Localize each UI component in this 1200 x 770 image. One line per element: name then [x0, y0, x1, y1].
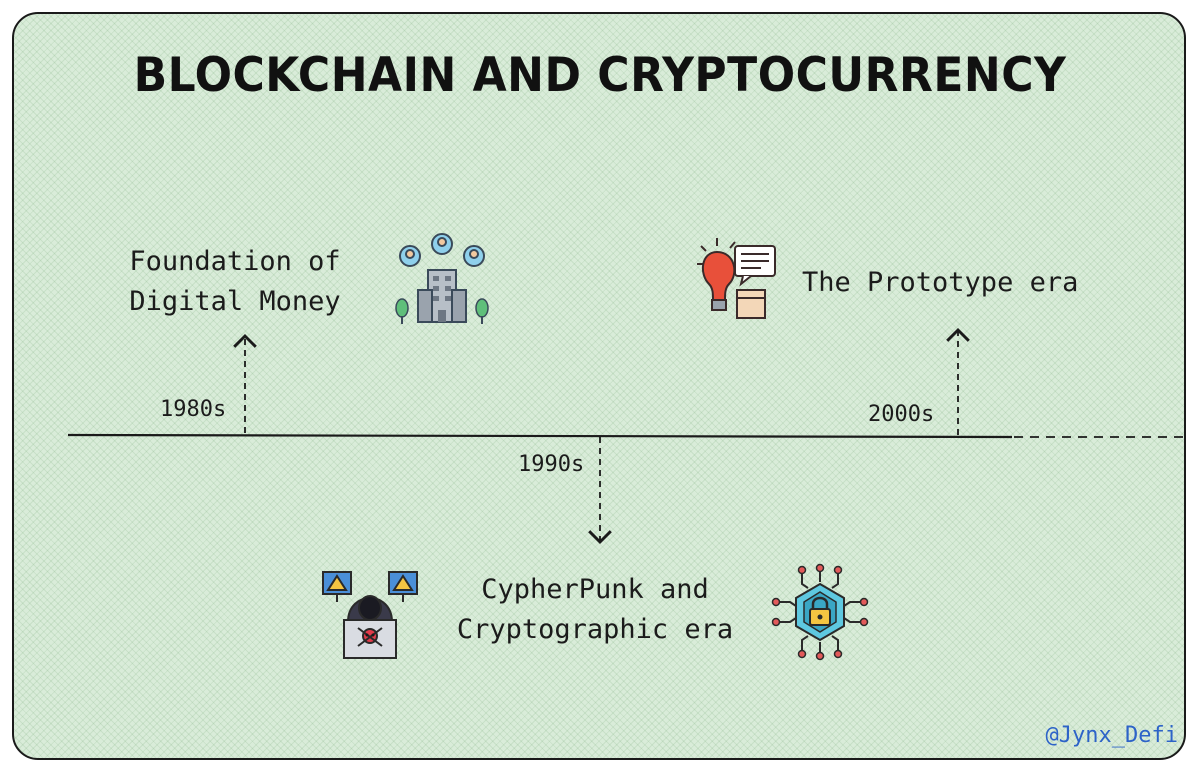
year-label-1990s: 1990s: [518, 452, 585, 477]
event-1980s-text: Foundation of Digital Money: [100, 242, 370, 322]
event-2000s-text: The Prototype era: [802, 267, 1079, 298]
circuit-lock-icon: [771, 563, 869, 661]
timeline-axis: [67, 433, 1013, 439]
year-label-1980s: 1980s: [160, 397, 227, 422]
author-handle: @Jynx_Defi: [1045, 723, 1178, 748]
event-1990s-line2: Cryptographic era: [456, 614, 734, 645]
event-1990s-line1: CypherPunk and: [481, 574, 709, 605]
people-building-icon: [395, 233, 489, 324]
lightbulb-idea-icon: [697, 238, 776, 319]
diagram-card: [12, 12, 1186, 760]
diagram-title: BLOCKCHAIN AND CRYPTOCURRENCY: [133, 47, 1067, 104]
event-1990s-text: CypherPunk and Cryptographic era: [440, 570, 750, 650]
hacker-icon: [322, 571, 418, 659]
year-label-2000s: 2000s: [868, 402, 935, 427]
event-1980s-line1: Foundation of: [129, 246, 341, 277]
event-1980s-line2: Digital Money: [129, 286, 341, 317]
